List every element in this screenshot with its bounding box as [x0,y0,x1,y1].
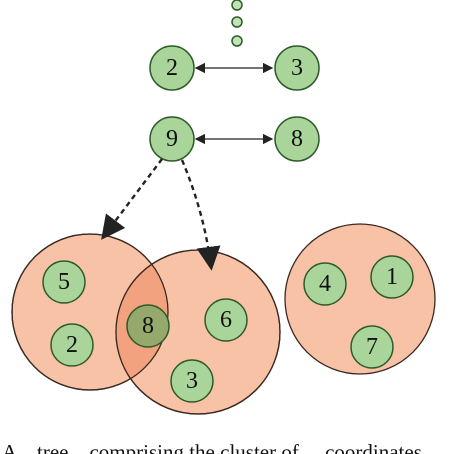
node-label: 8 [291,126,303,152]
cluster-middle-node-3: 3 [170,359,214,403]
cluster-left-node-2: 2 [50,323,94,367]
caption-text: A ...tree ...comprising the cluster of .… [2,440,453,454]
cluster-right-node-7: 7 [350,325,394,369]
continuation-dot [231,16,243,28]
cluster-middle-node-8: 8 [126,304,170,348]
node-label: 5 [58,269,70,295]
node-label: 2 [66,332,78,358]
dashed-edge-9-middle-cluster [180,159,221,271]
continuation-dot [231,0,243,11]
continuation-dots [231,0,243,47]
node-8: 8 [274,116,320,162]
node-label: 4 [319,271,331,297]
node-label: 8 [142,313,154,339]
node-3: 3 [274,45,320,91]
continuation-dot [231,35,243,47]
cluster-left-node-5: 5 [42,260,86,304]
cluster-left-outline [11,233,169,391]
node-label: 3 [291,55,303,81]
cluster-right-node-1: 1 [370,255,414,299]
node-label: 7 [366,334,378,360]
node-9: 9 [149,116,195,162]
node-2: 2 [149,45,195,91]
cluster-middle-node-6: 6 [204,298,248,342]
node-label: 6 [220,307,232,333]
cluster-right-node-4: 4 [303,262,347,306]
node-label: 1 [386,264,398,290]
dashed-edge-9-left-cluster [101,158,163,240]
node-label: 9 [166,126,178,152]
node-label: 3 [186,368,198,394]
node-label: 2 [166,55,178,81]
